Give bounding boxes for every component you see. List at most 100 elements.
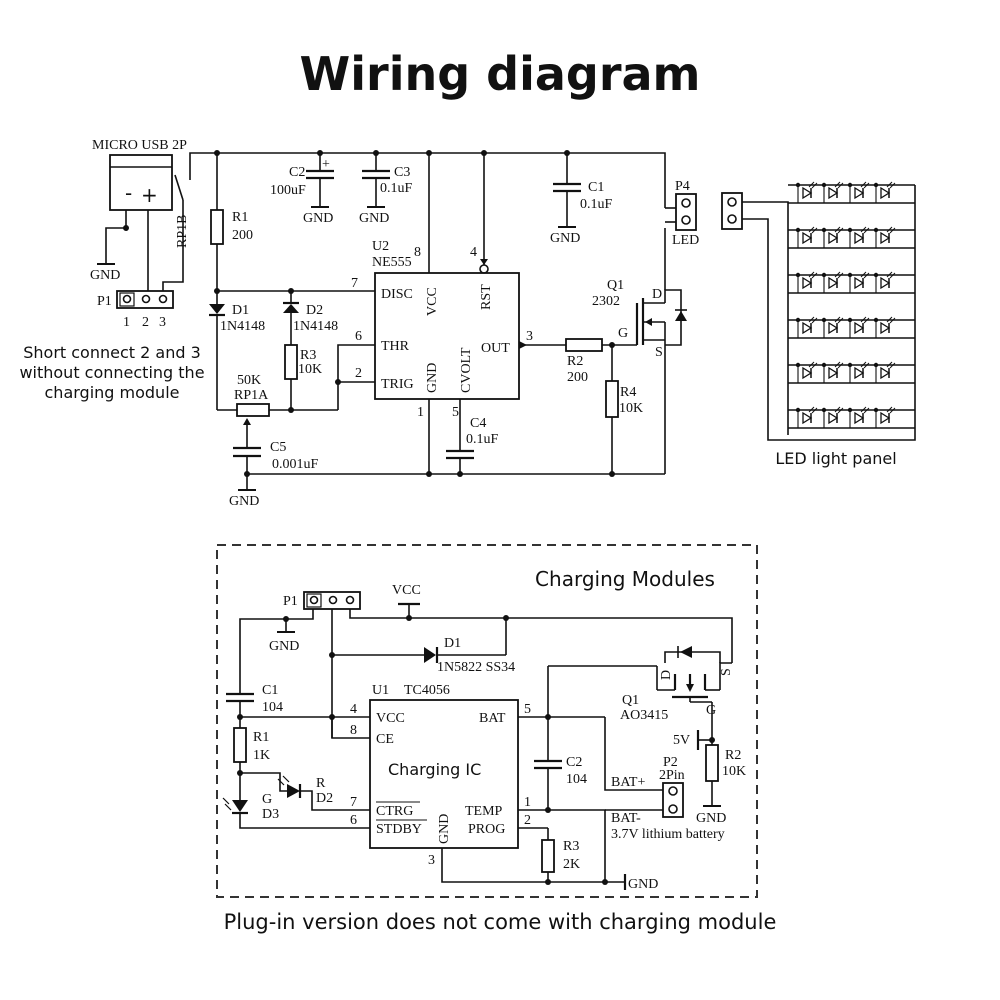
r3-label: R3 [300, 348, 316, 363]
cm-pin-ce: CE [376, 732, 394, 747]
pin-out: OUT [481, 341, 510, 356]
cm-pin-vcc: VCC [376, 711, 405, 726]
p1-pin-2: 2 [142, 315, 149, 330]
cm-d1-label: D1 [444, 636, 461, 651]
r1-resistor [210, 209, 224, 245]
cm-pin-8: 8 [350, 723, 357, 738]
gnd-c3: GND [359, 211, 389, 226]
cm-pin-1: 1 [524, 795, 531, 810]
pin-8: 8 [414, 245, 421, 260]
d2-label: D2 [306, 303, 323, 318]
cm-pin-5: 5 [524, 702, 531, 717]
footer-caption: Plug-in version does not come with charg… [224, 910, 777, 934]
cm-pin-stdby: STDBY [376, 822, 422, 837]
cm-q1-label: Q1 [622, 693, 639, 708]
cm-pin-gnd: GND [437, 814, 452, 844]
c4-label: C4 [470, 416, 486, 431]
d1-diode [209, 304, 225, 314]
cm-battery: 3.7V lithium battery [611, 827, 725, 842]
q1-drain: D [652, 287, 662, 302]
c1-value: 0.1uF [580, 197, 613, 212]
pin-7: 7 [351, 276, 358, 291]
cm-led-green [232, 800, 248, 812]
r4-label: R4 [620, 385, 636, 400]
note-line-1: Short connect 2 and 3 [23, 343, 201, 362]
jumper-note: Short connect 2 and 3 without connecting… [19, 343, 204, 402]
cm-led-r: R [316, 776, 326, 791]
c3-value: 0.1uF [380, 181, 413, 196]
cm-r2-value: 10K [722, 764, 746, 779]
gnd-c5: GND [229, 494, 259, 509]
pin-vcc: VCC [425, 287, 440, 316]
note-line-2: without connecting the [19, 363, 204, 382]
led-row [788, 406, 915, 429]
q1-gate: G [618, 326, 628, 341]
q1-source: S [655, 345, 663, 360]
q1-part: 2302 [592, 294, 620, 309]
charging-module: Charging Modules P1 GND VCC D1 1N5822 SS… [222, 567, 746, 892]
pin-4: 4 [470, 245, 477, 260]
u2-label: U2 [372, 239, 389, 254]
r2-resistor [565, 338, 603, 352]
tc4056-chip [369, 699, 519, 849]
cm-r1-resistor [233, 727, 247, 763]
cm-q1-source: S [719, 668, 734, 676]
led-light-panel: LED light panel [721, 181, 916, 468]
cm-r3-label: R3 [563, 839, 579, 854]
charging-ic-label: Charging IC [388, 760, 481, 779]
led-row [788, 226, 915, 249]
cm-d1-value: 1N5822 SS34 [437, 660, 515, 675]
p1-pin-3: 3 [159, 315, 166, 330]
r1-label: R1 [232, 210, 248, 225]
r3-value: 10K [298, 362, 322, 377]
cm-led-g: G [262, 792, 272, 807]
c5-label: C5 [270, 440, 286, 455]
r2-value: 200 [567, 370, 588, 385]
cm-p1-label: P1 [283, 594, 298, 609]
led-panel-connector [721, 192, 743, 230]
switch-label: RP1B [175, 215, 190, 248]
p1-label: P1 [97, 294, 112, 309]
r2-label: R2 [567, 354, 583, 369]
c5-value: 0.001uF [272, 457, 319, 472]
cm-pin-6: 6 [350, 813, 357, 828]
cm-led-g-name: D3 [262, 807, 279, 822]
ne555-chip [374, 272, 520, 400]
cm-q1-gate: G [706, 703, 716, 718]
cm-p2-connector [662, 782, 684, 818]
usb-label: MICRO USB 2P [92, 138, 187, 153]
cm-p2-sub: 2Pin [659, 768, 685, 783]
gnd-c1: GND [550, 231, 580, 246]
p4-sub: LED [672, 233, 699, 248]
u2-part: NE555 [372, 255, 412, 270]
pin-5: 5 [452, 405, 459, 420]
d1-value: 1N4148 [220, 319, 265, 334]
cm-r1-label: R1 [253, 730, 269, 745]
cm-c1-value: 104 [262, 700, 283, 715]
pin-gnd: GND [425, 363, 440, 393]
cm-u1-label: U1 [372, 683, 389, 698]
cm-c1-label: C1 [262, 683, 278, 698]
charging-module-frame [216, 544, 758, 898]
rp-value: 50K [237, 373, 261, 388]
c2-label: C2 [289, 165, 305, 180]
r3-resistor [284, 344, 298, 380]
cm-pin-4: 4 [350, 702, 357, 717]
cm-r3-resistor [541, 839, 555, 873]
cm-pin-temp: TEMP [465, 804, 503, 819]
cm-pin-ctrg: CTRG [376, 804, 413, 819]
cm-c2-label: C2 [566, 755, 582, 770]
cm-r3-value: 2K [563, 857, 580, 872]
led-row [788, 316, 915, 339]
cm-gnd-r2: GND [696, 811, 726, 826]
cm-led-red [287, 784, 300, 798]
cm-pin-bat: BAT [479, 711, 506, 726]
usb-plus: + [141, 183, 158, 207]
cm-d1-diode [424, 647, 436, 663]
rp-name: RP1A [234, 388, 269, 403]
page-title: Wiring diagram [300, 47, 701, 101]
charging-title: Charging Modules [535, 567, 715, 591]
pin-trig: TRIG [381, 377, 414, 392]
cm-u1-part: TC4056 [404, 683, 450, 698]
